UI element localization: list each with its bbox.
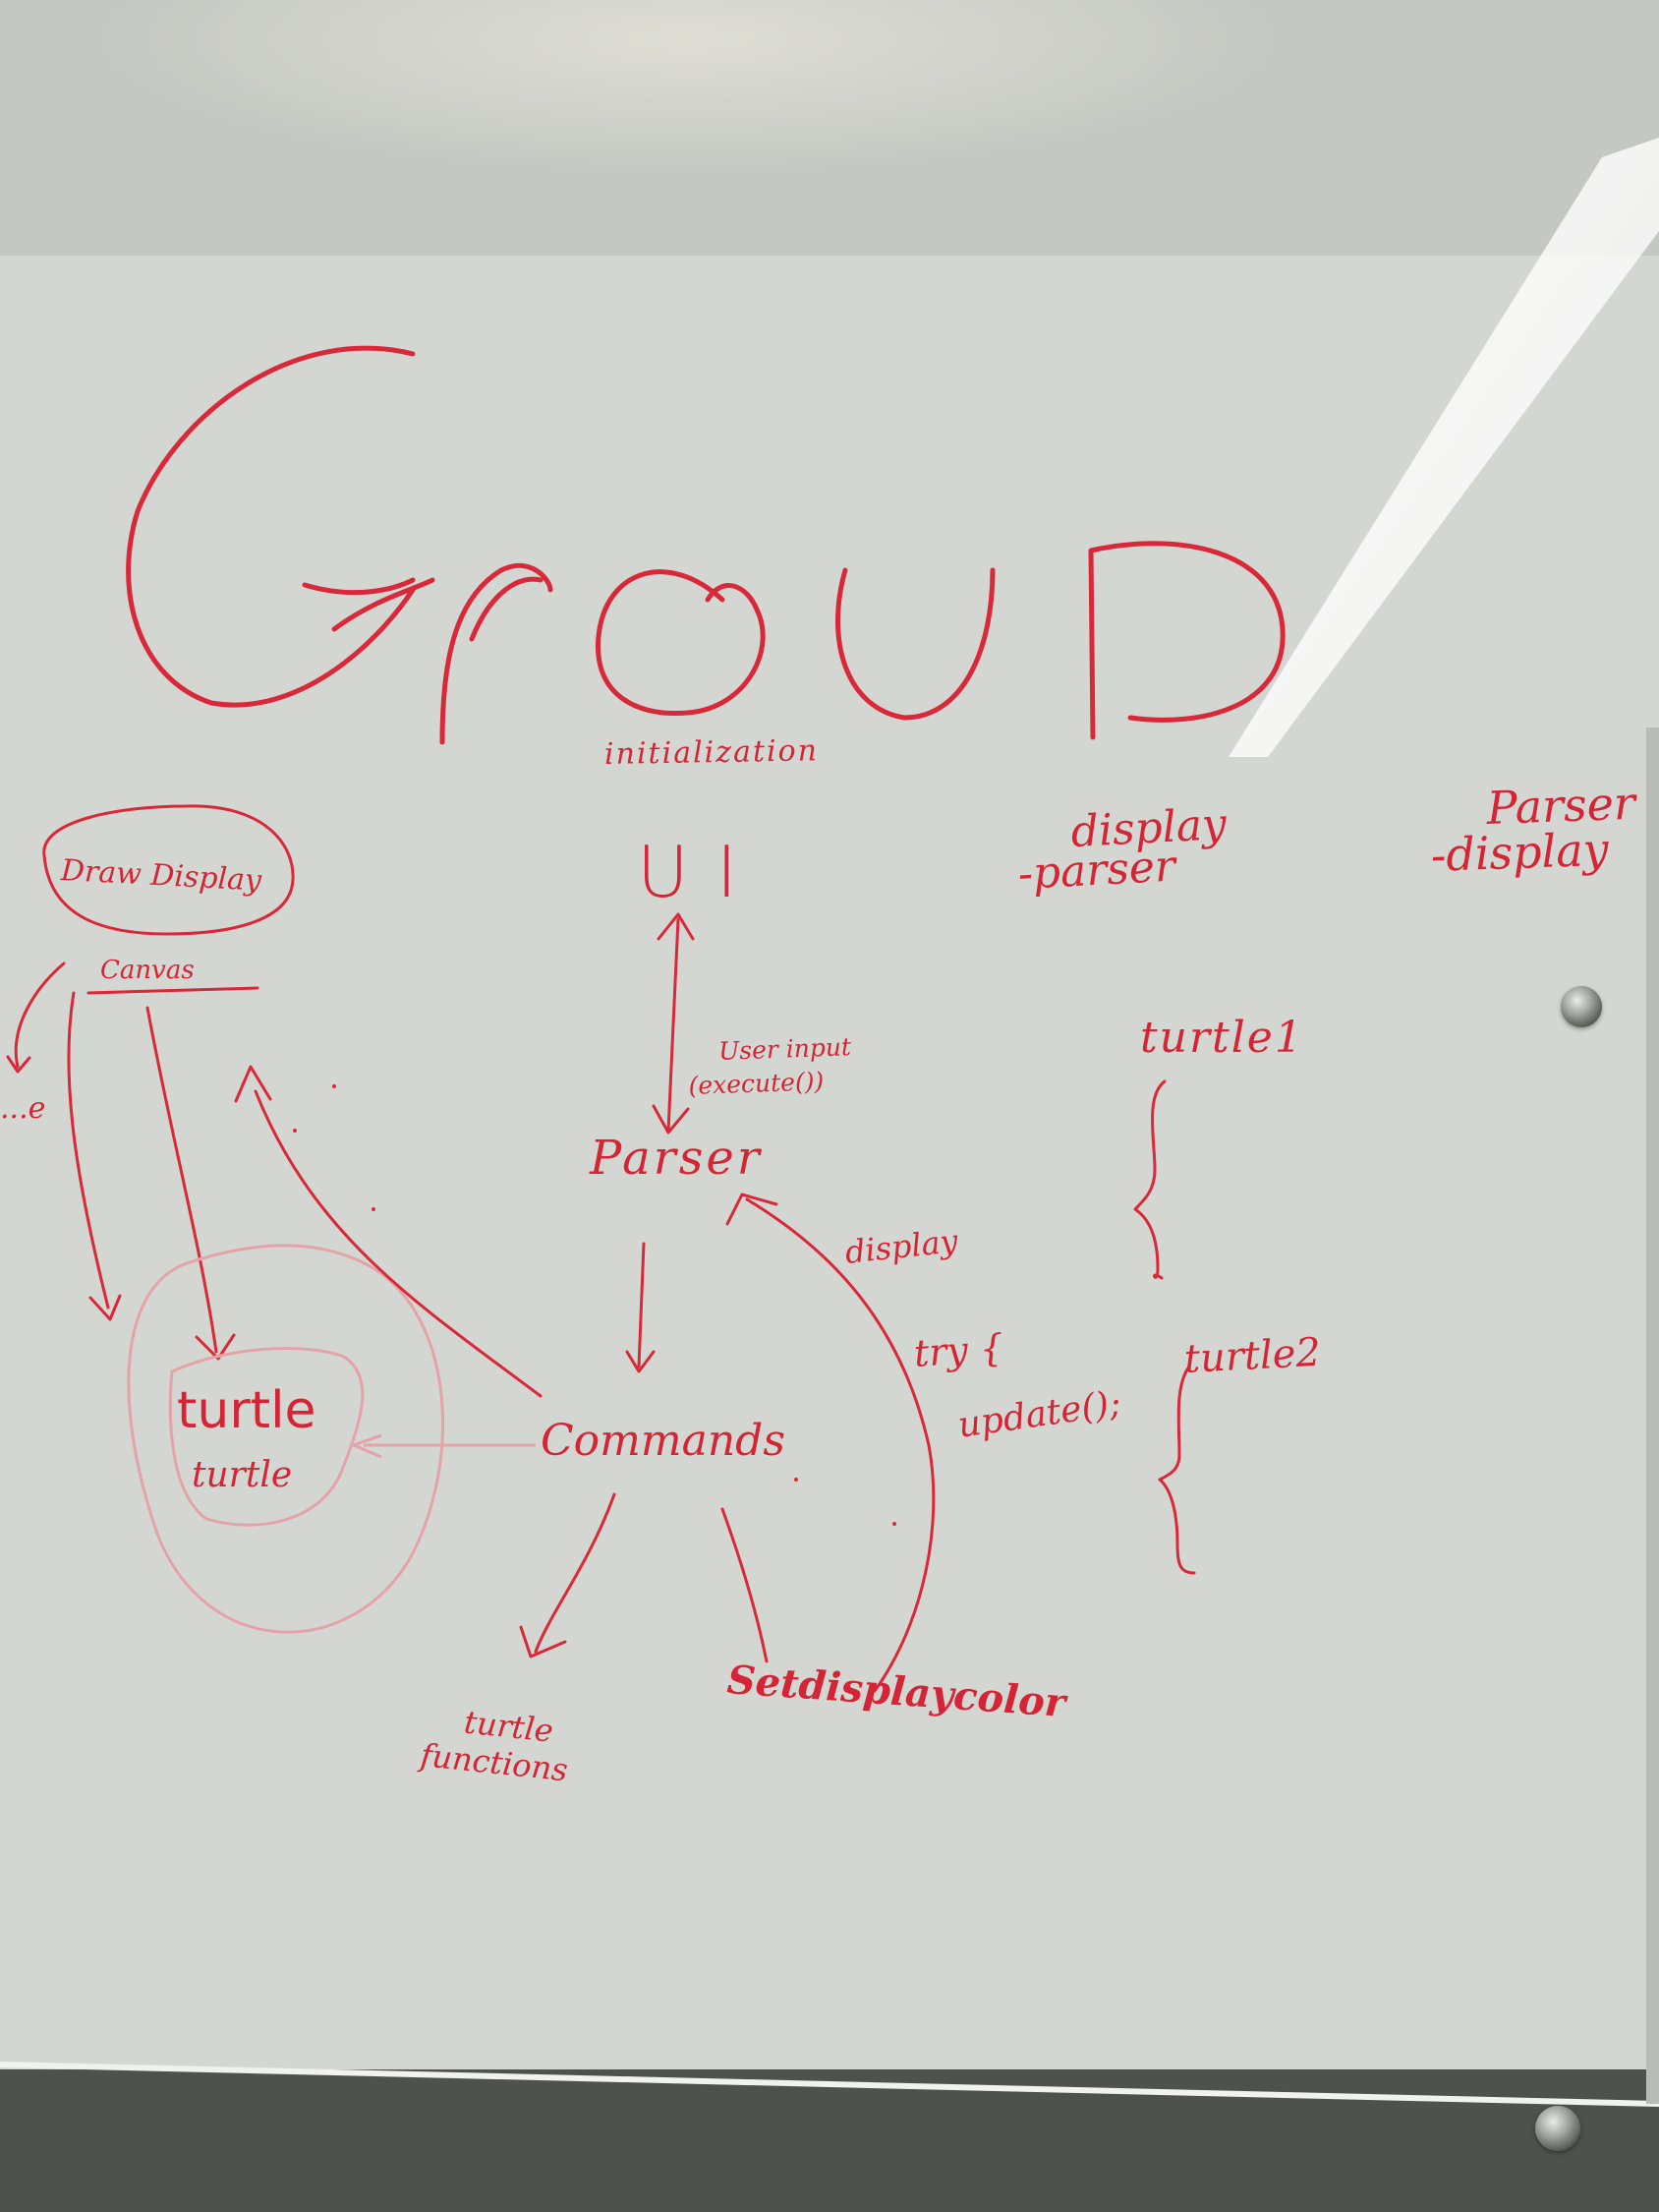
turtle-functions-label-text: turtle functions bbox=[419, 1703, 570, 1789]
board-surface bbox=[0, 0, 1659, 2143]
parser-label: Parser bbox=[590, 1131, 763, 1186]
mounting-bolt-bottom-right bbox=[1535, 2106, 1580, 2151]
user-input-label-text: User input (execute()) bbox=[688, 1032, 852, 1100]
parser-commands-arrow bbox=[625, 1242, 656, 1373]
board-right-edge bbox=[1646, 728, 1659, 2104]
title-text: GROUP bbox=[138, 374, 142, 375]
canvas-underline bbox=[86, 986, 259, 995]
ceiling-light-glow bbox=[79, 0, 1297, 177]
light-reflection-streak bbox=[1229, 138, 1659, 757]
turtle2-label: turtle2 bbox=[1182, 1329, 1322, 1382]
turtle-label: turtle bbox=[177, 1381, 316, 1440]
label-parser-display: Parser -display bbox=[1427, 735, 1639, 923]
board-bottom-frame bbox=[0, 2069, 1659, 2212]
user-input-label: User input (execute()) bbox=[686, 997, 854, 1136]
commands-turtle-functions-arrow bbox=[519, 1492, 616, 1659]
board-bottom-edge bbox=[0, 2062, 1659, 2107]
turtle2-brace bbox=[1158, 1365, 1196, 1575]
commands-setdisplaycolor-line bbox=[720, 1507, 769, 1663]
turtle1-label: turtle1 bbox=[1140, 1013, 1304, 1063]
label-display-parser: display -parser bbox=[1013, 766, 1231, 934]
marker-dots bbox=[293, 1084, 896, 1526]
turtle1-brace bbox=[1133, 1079, 1167, 1280]
title-group-letters bbox=[126, 345, 1286, 745]
turtle-functions-label: turtle functions bbox=[415, 1661, 577, 1826]
label-display-parser-text: display -parser bbox=[1016, 798, 1229, 900]
canvas-label: Canvas bbox=[100, 956, 195, 985]
turtle-sub-label: turtle bbox=[192, 1455, 293, 1495]
commands-to-turtle-arrow bbox=[349, 1433, 536, 1459]
mounting-bolt-top-right bbox=[1561, 986, 1602, 1027]
ui-parser-double-arrow bbox=[652, 912, 695, 1135]
setdisplaycolor-parser-arrow bbox=[725, 1193, 936, 1693]
label-parser-display-text: Parser -display bbox=[1429, 776, 1636, 882]
draw-display-ellipse bbox=[42, 804, 295, 936]
top-shadow bbox=[0, 0, 1659, 256]
commands-up-arrow bbox=[234, 1065, 543, 1398]
turtle-inner-blob bbox=[168, 1347, 365, 1527]
commands-label: Commands bbox=[541, 1416, 785, 1466]
try-label: try { bbox=[912, 1325, 1005, 1375]
fragment-label: ...e bbox=[0, 1091, 46, 1126]
canvas-arrows bbox=[6, 961, 236, 1361]
ui-label: UI bbox=[637, 831, 765, 913]
turtle-outer-circle bbox=[127, 1244, 445, 1634]
label-initialization-text: initialization bbox=[603, 733, 820, 772]
label-initialization: initialization bbox=[604, 733, 820, 772]
